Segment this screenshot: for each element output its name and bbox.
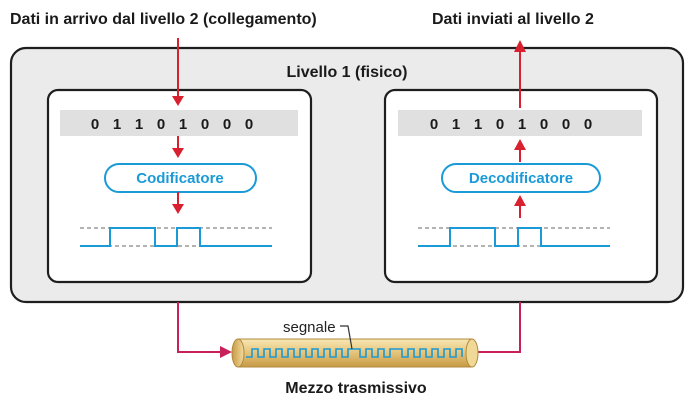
output-data-label: Dati inviati al livello 2 (432, 11, 594, 28)
decoder-bit: 0 (562, 116, 570, 133)
encoder-bit: 0 (91, 116, 99, 133)
input-arrows (172, 38, 184, 214)
encoder-box (104, 163, 257, 193)
medium-label: Mezzo trasmissivo (285, 380, 427, 397)
decoder-bit: 0 (540, 116, 548, 133)
encoder-label: Codificatore (136, 170, 224, 187)
encoder-bits: 0 1 1 0 1 0 0 0 (91, 116, 253, 133)
decoder-label: Decodificatore (469, 170, 573, 187)
decoder-bit: 0 (430, 116, 438, 133)
output-arrows (514, 40, 526, 218)
decoder-bit: 1 (474, 116, 482, 133)
medium-wires (177, 302, 521, 358)
decoder-bit: 1 (518, 116, 526, 133)
decoder-bit-bar (398, 110, 642, 136)
encoder-bit: 0 (245, 116, 253, 133)
decoder-bit: 1 (452, 116, 460, 133)
input-data-label: Dati in arrivo dal livello 2 (collegamen… (10, 11, 317, 28)
signal-leader (340, 325, 353, 350)
encoder-bit: 1 (135, 116, 143, 133)
signal-label: segnale (283, 319, 336, 336)
encoder-bit: 0 (223, 116, 231, 133)
encoder-bit-bar (60, 110, 298, 136)
encoder-bit: 0 (157, 116, 165, 133)
decoder-bit: 0 (496, 116, 504, 133)
encoder-bit: 1 (179, 116, 187, 133)
signal-waveform (246, 348, 463, 358)
encoder-bit: 0 (201, 116, 209, 133)
encoder-waveform (80, 227, 272, 247)
decoder-box (441, 163, 601, 193)
decoder-bits: 0 1 1 0 1 0 0 0 (430, 116, 592, 133)
encoder-bit: 1 (113, 116, 121, 133)
decoder-bit: 0 (584, 116, 592, 133)
cable (231, 338, 479, 368)
physical-layer-title: Livello 1 (fisico) (287, 64, 408, 81)
decoder-waveform (418, 227, 610, 247)
